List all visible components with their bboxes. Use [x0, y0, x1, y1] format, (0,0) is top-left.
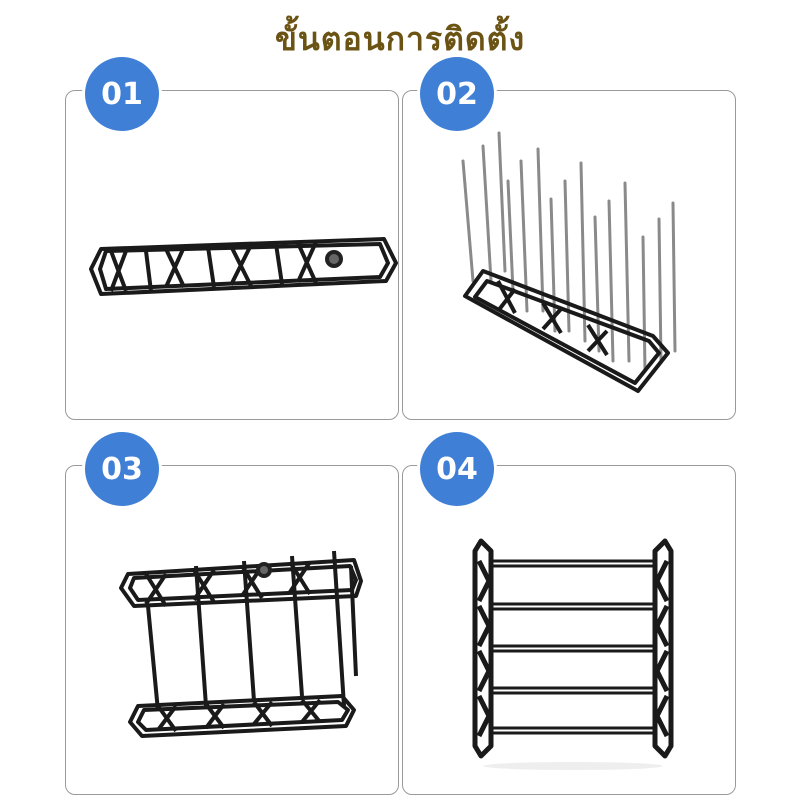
step-3-panel [65, 465, 399, 795]
step-1-panel [65, 90, 399, 420]
step-1-badge: 01 [85, 57, 159, 131]
rack-base-frame-illustration [89, 237, 398, 296]
two-frames-connected-illustration [119, 550, 363, 738]
page-title: ขั้นตอนการติดตั้ง [274, 20, 526, 58]
step-4-panel [402, 465, 736, 795]
step-4-badge: 04 [420, 432, 494, 506]
assembled-shoe-rack-illustration [472, 538, 674, 770]
frame-with-poles-illustration [461, 131, 677, 393]
step-3-badge: 03 [85, 432, 159, 506]
step-2-badge: 02 [420, 57, 494, 131]
step-2-panel [402, 90, 736, 420]
